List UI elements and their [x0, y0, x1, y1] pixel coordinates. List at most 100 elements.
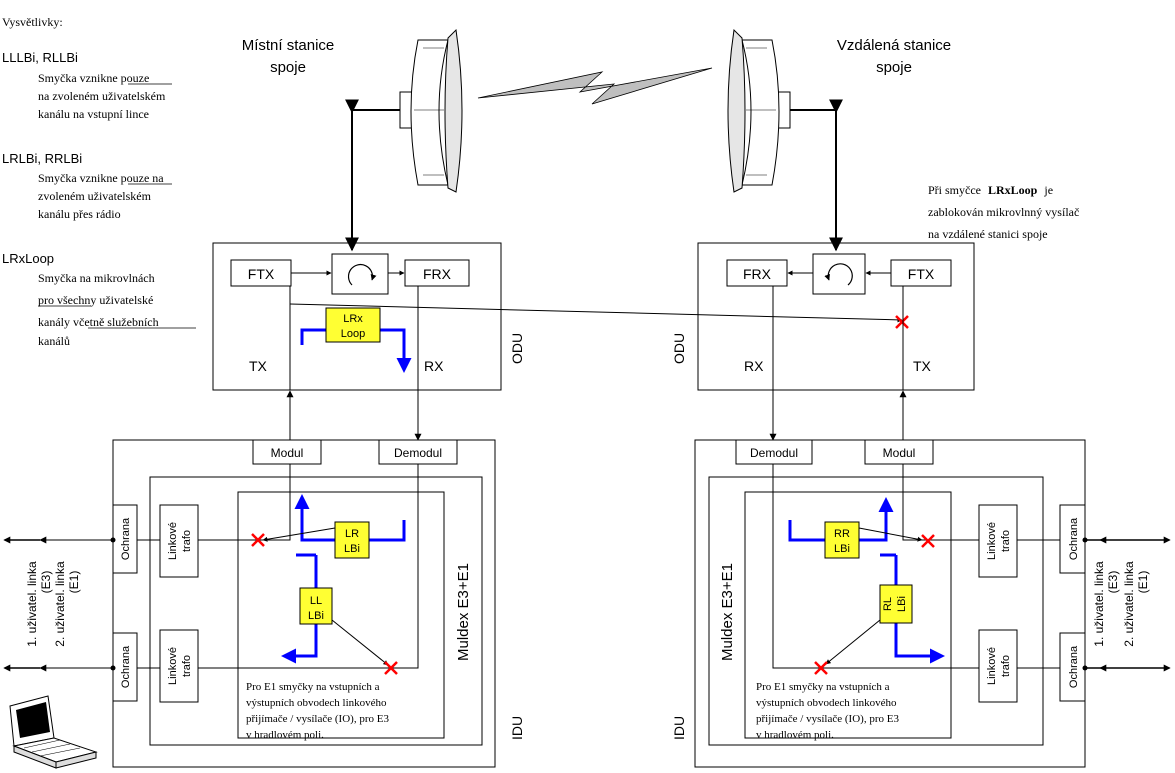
rrlbi-cross-icon	[921, 534, 935, 548]
local-line2-label: 2. uživatel. linka	[53, 561, 67, 647]
local-ftx-label: FTX	[248, 266, 275, 282]
remote-line1-label-b: (E3)	[1106, 571, 1120, 594]
remote-muldex-label: Muldex E3+E1	[719, 563, 736, 661]
legend-item-1-line1: Smyčka vznikne pouze	[38, 71, 149, 85]
note-top-bold: LRxLoop	[988, 183, 1038, 197]
remote-muldex-box	[708, 476, 1044, 746]
local-antenna	[399, 28, 463, 193]
rrlbi-label-2: LBi	[834, 543, 850, 555]
local-trafo-1-line2: trafo	[181, 530, 193, 552]
local-circulator-box	[331, 253, 389, 295]
remote-odu: FRX FTX RX TX ODU	[671, 242, 975, 391]
local-trafo-2-line2: trafo	[181, 655, 193, 677]
local-ochrana-2	[112, 632, 138, 702]
local-ochrana-1	[112, 504, 138, 574]
remote-station-title-2: spoje	[876, 59, 912, 76]
local-gate-array-box	[237, 491, 445, 739]
rllbi-cross-icon	[814, 661, 828, 675]
note-top-line3: na vzdálené stanici spoje	[928, 227, 1048, 241]
lrlbi-label-1: LR	[345, 528, 359, 540]
local-muldex-box	[149, 476, 483, 746]
remote-note-line4: v hradlovém poli.	[756, 729, 834, 741]
remote-antenna-feed	[790, 109, 843, 252]
legend-item-3-line1: Smyčka na mikrovlnách	[38, 271, 155, 285]
rrlbi-box	[824, 521, 860, 559]
local-station-title-2: spoje	[270, 59, 306, 76]
remote-ochrana-1-label: Ochrana	[1068, 517, 1080, 560]
legend-title: Vysvětlivky:	[2, 15, 63, 29]
remote-note-line1: Pro E1 smyčky na vstupních a	[756, 681, 890, 693]
local-frx-box	[404, 259, 470, 287]
lllbi-label-1: LL	[310, 595, 322, 607]
remote-tx-label: TX	[913, 358, 932, 374]
local-demodul-box	[378, 439, 458, 465]
remote-circulator-box	[812, 253, 866, 295]
remote-trafo-2	[978, 629, 1018, 703]
lrx-block-line	[289, 303, 903, 323]
local-trafo-1-line1: Linkové	[167, 522, 179, 560]
local-circulator-icon	[347, 263, 377, 286]
local-trafo-2	[159, 629, 199, 703]
svg-text:Při smyčce LRxLoop: Při smyčce LRxLoop je	[928, 183, 1053, 197]
remote-ftx-box	[890, 259, 952, 287]
local-idu: Modul Demodul Muldex E3+E1 Ochrana Ochra…	[112, 439, 525, 768]
lrx-loop-label-2: Loop	[341, 328, 365, 340]
remote-station-title-1: Vzdálená stanice	[837, 37, 951, 54]
remote-ochrana-2	[1059, 632, 1086, 702]
legend-item-2-line2: zvoleném uživatelském	[38, 189, 152, 203]
remote-trafo-1-line1: Linkové	[986, 522, 998, 560]
legend-item-2-name: LRLBi, RRLBi	[2, 151, 82, 166]
remote-frx-box	[726, 259, 788, 287]
local-note-line4: v hradlovém poli.	[246, 729, 324, 741]
rllbi-box	[879, 584, 913, 624]
remote-modul-label: Modul	[883, 446, 916, 460]
legend-item-2-line1: Smyčka vznikne pouze na	[38, 171, 164, 185]
local-idu-label: IDU	[509, 716, 525, 740]
legend-item-2-line3: kanálu přes rádio	[38, 207, 121, 221]
lrlbi-label-2: LBi	[344, 543, 360, 555]
local-ochrana-1-label: Ochrana	[120, 517, 132, 560]
remote-note: Pro E1 smyčky na vstupních a výstupních …	[756, 681, 899, 741]
radio-link-icon	[477, 67, 713, 105]
lllbi-label-2: LBi	[308, 610, 324, 622]
remote-rx-label: RX	[744, 358, 764, 374]
legend-item-3-line2: pro všechny uživatelské	[38, 293, 153, 307]
local-frx-label: FRX	[423, 266, 452, 282]
legend-item-1-line2: na zvoleném uživatelském	[38, 89, 166, 103]
rllbi-label-1: RL	[882, 597, 894, 611]
local-trafo-1	[159, 504, 199, 578]
remote-note-line3: přijímače / vysílače (IO), pro E3	[756, 713, 899, 725]
remote-modul-box	[864, 439, 934, 465]
laptop-icon	[9, 695, 98, 769]
local-modul-box	[252, 439, 322, 465]
local-odu-label: ODU	[509, 333, 525, 364]
remote-tx-cross-icon	[895, 315, 909, 329]
local-line1-label: 1. uživatel. linka	[25, 561, 39, 647]
legend: Vysvětlivky: LLLBi, RLLBi Smyčka vznikne…	[2, 15, 196, 348]
local-station-title-1: Místní stanice	[242, 37, 335, 54]
local-antenna-feed	[345, 109, 400, 252]
remote-frx-label: FRX	[743, 266, 772, 282]
note-top-prefix: Při smyčce	[928, 183, 981, 197]
remote-ochrana-2-label: Ochrana	[1068, 645, 1080, 688]
remote-line1-label: 1. uživatel. linka	[1092, 561, 1106, 647]
legend-item-3-name: LRxLoop	[2, 251, 54, 266]
local-line2-label-b: (E1)	[67, 571, 81, 594]
lllbi-box	[299, 587, 333, 625]
remote-antenna	[727, 28, 791, 193]
remote-idu-label: IDU	[671, 716, 687, 740]
remote-trafo-1	[978, 504, 1018, 578]
legend-item-1-line3: kanálu na vstupní lince	[38, 107, 149, 121]
local-note: Pro E1 smyčky na vstupních a výstupních …	[246, 681, 389, 741]
local-modul-label: Modul	[271, 446, 304, 460]
lrlbi-cross-icon	[251, 533, 265, 547]
local-demodul-label: Demodul	[394, 446, 442, 460]
remote-line2-label-b: (E1)	[1136, 571, 1150, 594]
local-ftx-box	[230, 259, 292, 287]
local-note-line3: přijímače / vysílače (IO), pro E3	[246, 713, 389, 725]
remote-demodul-label: Demodul	[750, 446, 798, 460]
local-muldex-label: Muldex E3+E1	[455, 563, 472, 661]
remote-line2-label: 2. uživatel. linka	[1122, 561, 1136, 647]
lrlbi-box	[334, 521, 370, 559]
